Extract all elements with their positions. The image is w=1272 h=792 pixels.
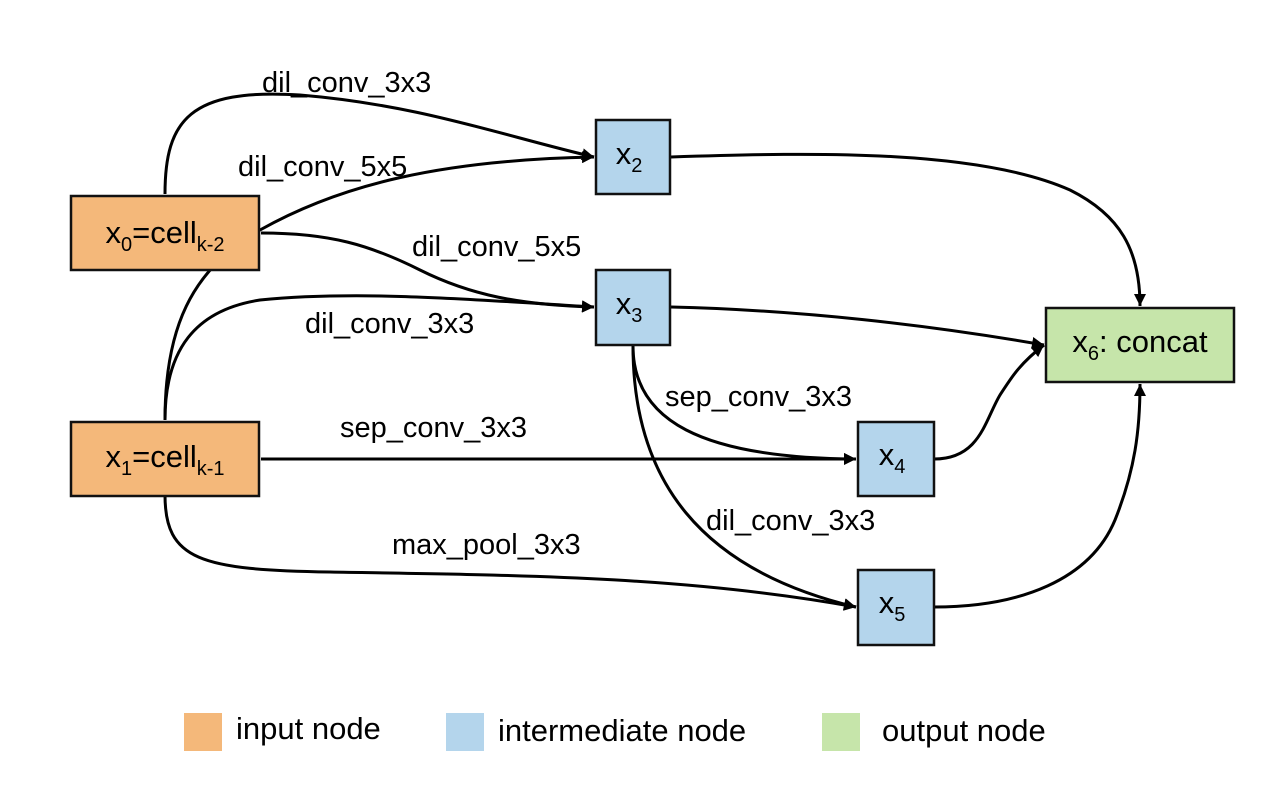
edge-x0-x2 bbox=[163, 92, 595, 195]
node-x0: x0=cellk-2 bbox=[69, 194, 261, 272]
edge-x4-x6 bbox=[933, 343, 1045, 461]
edge-x3-x4 bbox=[631, 345, 857, 465]
edge-label-x1-x2: dil_conv_5x5 bbox=[238, 151, 407, 183]
edge-label-x0-x3: dil_conv_5x5 bbox=[412, 231, 581, 263]
node-x4: x4 bbox=[856, 420, 936, 498]
edge-x5-x6 bbox=[933, 383, 1146, 609]
node-x4-box bbox=[856, 420, 936, 498]
node-x2: x2 bbox=[594, 118, 672, 196]
edge-labels: dil_conv_3x3 dil_conv_5x5 dil_conv_5x5 d… bbox=[238, 67, 875, 561]
edge-label-x3-x4: sep_conv_3x3 bbox=[665, 381, 852, 413]
edge-x1-x3 bbox=[163, 294, 595, 421]
edge-label-x1-x4: sep_conv_3x3 bbox=[340, 412, 527, 444]
node-x5: x5 bbox=[856, 568, 936, 647]
edges bbox=[163, 92, 1146, 611]
edge-label-x0-x2: dil_conv_3x3 bbox=[262, 67, 431, 99]
edge-x2-x6 bbox=[670, 152, 1146, 307]
node-x5-box bbox=[856, 568, 936, 647]
legend-intermediate-label: intermediate node bbox=[498, 713, 746, 748]
node-x5-label: x5 bbox=[879, 585, 906, 626]
legend-output-swatch bbox=[822, 713, 860, 751]
legend-input-swatch bbox=[184, 713, 222, 751]
legend-intermediate-swatch bbox=[446, 713, 484, 751]
node-x1: x1=cellk-1 bbox=[69, 420, 261, 498]
legend-input-label: input node bbox=[236, 711, 381, 746]
node-x6-label: x6: concat bbox=[1072, 324, 1208, 365]
node-x1-label: x1=cellk-1 bbox=[105, 439, 224, 480]
legend: input node intermediate node output node bbox=[184, 711, 1046, 751]
edge-label-x1-x3: dil_conv_3x3 bbox=[305, 308, 474, 340]
node-x0-box bbox=[69, 194, 261, 272]
edge-x3-x5 bbox=[631, 345, 857, 611]
node-x2-box bbox=[594, 118, 672, 196]
edge-label-x3-x5: dil_conv_3x3 bbox=[706, 505, 875, 537]
node-x3-label: x3 bbox=[616, 286, 643, 327]
edge-x3-x6 bbox=[670, 305, 1045, 349]
edge-label-x1-x5: max_pool_3x3 bbox=[392, 529, 581, 561]
node-x3: x3 bbox=[594, 268, 672, 347]
node-x6: x6: concat bbox=[1044, 306, 1236, 384]
node-x6-box bbox=[1044, 306, 1236, 384]
node-x3-box bbox=[594, 268, 672, 347]
node-x4-label: x4 bbox=[879, 437, 906, 478]
legend-output-label: output node bbox=[882, 713, 1046, 748]
node-x1-box bbox=[69, 420, 261, 498]
edge-x1-x2 bbox=[163, 151, 595, 421]
node-x0-label: x0=cellk-2 bbox=[105, 215, 224, 256]
node-x2-label: x2 bbox=[616, 136, 643, 177]
edge-x1-x5 bbox=[163, 494, 857, 611]
